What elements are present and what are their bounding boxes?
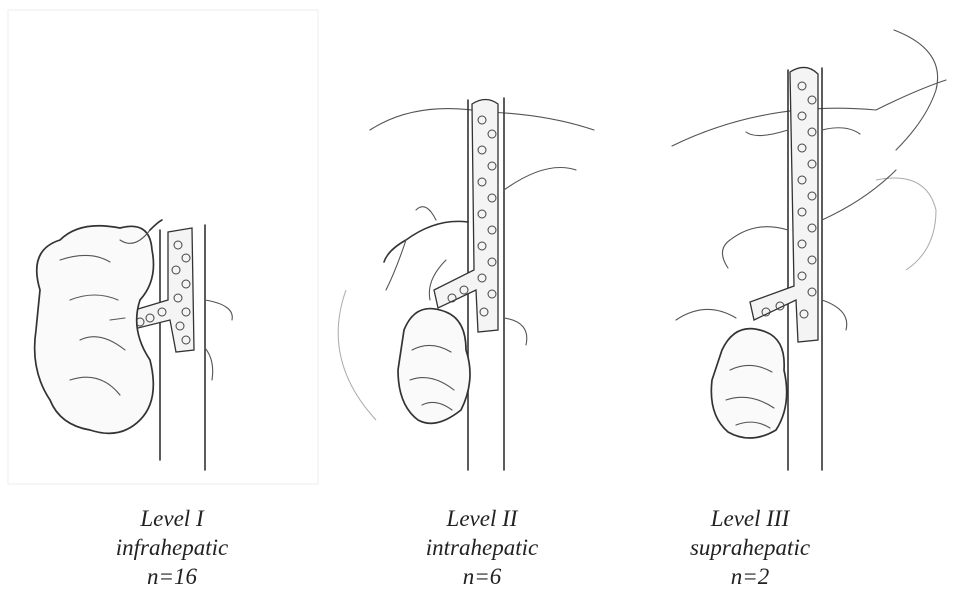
caption-level-2: Level II intrahepatic n=6 [372,504,592,591]
caption-level-2-count: n=6 [372,562,592,591]
caption-level-1-location: infrahepatic [62,533,282,562]
caption-level-1-title: Level I [62,504,282,533]
illustration-level-2 [326,0,646,486]
caption-level-3-title: Level III [640,504,860,533]
caption-level-2-location: intrahepatic [372,533,592,562]
caption-level-3-count: n=2 [640,562,860,591]
illustration-level-3 [646,0,964,486]
caption-level-1-count: n=16 [62,562,282,591]
caption-level-3-location: suprahepatic [640,533,860,562]
caption-level-1: Level I infrahepatic n=16 [62,504,282,591]
illustration-level-1 [0,0,326,486]
caption-level-2-title: Level II [372,504,592,533]
caption-level-3: Level III suprahepatic n=2 [640,504,860,591]
